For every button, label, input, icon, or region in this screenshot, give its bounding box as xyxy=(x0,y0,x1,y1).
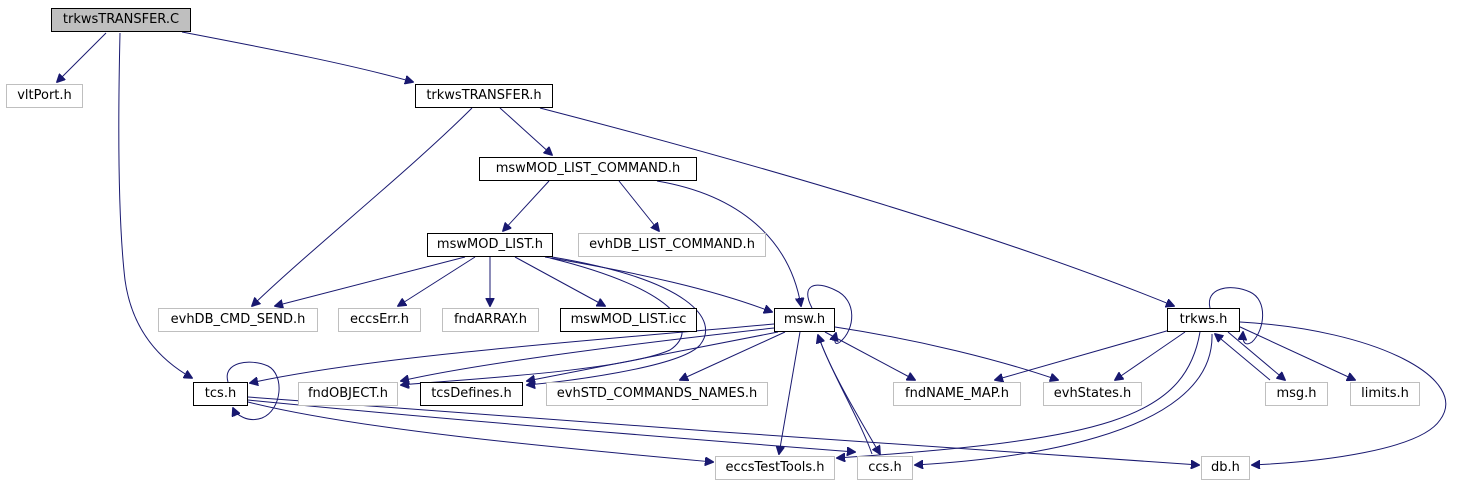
edge-mswMOD-LIST-h-to-fndOBJECT-h xyxy=(401,257,683,385)
node-db-h: db.h xyxy=(1201,456,1250,480)
edge-mswMOD-LIST-h-to-mswMOD-LIST-icc xyxy=(514,256,605,306)
node-tcs-h[interactable]: tcs.h xyxy=(193,382,248,406)
edge-msg-h-to-trkws-h xyxy=(1215,334,1271,381)
node-trkwsTRANSFER-C[interactable]: trkwsTRANSFER.C xyxy=(51,8,191,32)
edge-mswMOD-LIST-h-to-tcsDefines-h xyxy=(527,256,707,385)
edge-mswMOD-LIST-COMMAND-h-to-mswMOD-LIST-h xyxy=(503,180,550,231)
edge-trkwsTRANSFER-C-to-vltPort-h xyxy=(57,32,107,82)
node-vltPort-h: vltPort.h xyxy=(6,84,83,108)
edge-trkws-h-self xyxy=(1208,287,1264,345)
edge-mswMOD-LIST-h-to-msw-h xyxy=(544,256,772,312)
edge-msw-h-to-eccsTestTools-h xyxy=(779,331,801,454)
edge-msw-h-to-evhSTD-COMMANDS-NAMES-h xyxy=(680,331,786,380)
edge-trkwsTRANSFER-h-to-mswMOD-LIST-COMMAND-h xyxy=(499,107,552,155)
edge-mswMOD-LIST-COMMAND-h-to-msw-h xyxy=(656,180,801,306)
edge-msw-h-to-ccs-h xyxy=(817,334,880,454)
edge-msw-h-to-fndNAME-MAP-h xyxy=(824,331,915,380)
node-trkws-h[interactable]: trkws.h xyxy=(1167,308,1240,332)
node-fndNAME-MAP-h: fndNAME_MAP.h xyxy=(893,382,1021,406)
edge-trkws-h-to-db-h xyxy=(1239,321,1447,465)
edge-msw-h-to-tcsDefines-h xyxy=(527,331,779,381)
node-msw-h[interactable]: msw.h xyxy=(774,308,835,332)
edge-trkwsTRANSFER-h-to-trkws-h xyxy=(539,107,1174,306)
edge-trkws-h-to-ccs-h xyxy=(915,333,1213,465)
edge-trkws-h-to-evhStates-h xyxy=(1115,331,1186,380)
edge-tcs-h-to-db-h xyxy=(247,396,1199,465)
edge-mswMOD-LIST-COMMAND-h-to-evhDB-LIST-COMMAND-h xyxy=(618,180,659,231)
node-mswMOD-LIST-icc[interactable]: mswMOD_LIST.icc xyxy=(560,308,697,332)
node-evhSTD-COMMANDS-NAMES-h: evhSTD_COMMANDS_NAMES.h xyxy=(546,382,768,406)
node-tcsDefines-h[interactable]: tcsDefines.h xyxy=(420,382,523,406)
edge-mswMOD-LIST-h-to-eccsErr-h xyxy=(398,256,476,306)
edge-msw-h-to-evhStates-h xyxy=(834,326,1058,380)
node-eccsErr-h: eccsErr.h xyxy=(338,308,421,332)
edge-tcs-h-to-eccsTestTools-h xyxy=(247,401,713,462)
node-evhDB-CMD-SEND-h: evhDB_CMD_SEND.h xyxy=(158,308,318,332)
node-evhStates-h: evhStates.h xyxy=(1043,382,1142,406)
edge-trkwsTRANSFER-C-to-tcs-h xyxy=(118,32,192,378)
edge-mswMOD-LIST-h-to-evhDB-CMD-SEND-h xyxy=(275,256,466,306)
edge-tcs-h-self xyxy=(226,361,280,421)
node-mswMOD-LIST-COMMAND-h[interactable]: mswMOD_LIST_COMMAND.h xyxy=(479,157,697,181)
node-limits-h: limits.h xyxy=(1350,382,1420,406)
node-trkwsTRANSFER-h[interactable]: trkwsTRANSFER.h xyxy=(415,84,553,108)
node-fndOBJECT-h: fndOBJECT.h xyxy=(298,382,398,406)
node-eccsTestTools-h: eccsTestTools.h xyxy=(715,456,835,480)
edge-trkws-h-to-limits-h xyxy=(1237,325,1355,380)
edge-trkwsTRANSFER-C-to-trkwsTRANSFER-h xyxy=(181,31,413,82)
node-ccs-h: ccs.h xyxy=(857,456,913,480)
edge-trkwsTRANSFER-h-to-evhDB-CMD-SEND-h xyxy=(252,107,473,306)
edge-msw-h-self xyxy=(807,284,853,344)
node-msg-h: msg.h xyxy=(1265,382,1328,406)
edge-trkws-h-to-msg-h xyxy=(1227,331,1285,380)
node-fndARRAY-h: fndARRAY.h xyxy=(442,308,539,332)
edge-trkws-h-to-fndNAME-MAP-h xyxy=(995,329,1171,380)
edge-msw-h-to-tcs-h xyxy=(250,323,775,383)
edge-trkws-h-to-eccsTestTools-h xyxy=(837,331,1201,458)
node-evhDB-LIST-COMMAND-h: evhDB_LIST_COMMAND.h xyxy=(578,233,766,257)
edge-msw-h-to-fndOBJECT-h xyxy=(401,327,775,381)
edge-tcs-h-to-ccs-h xyxy=(247,399,855,452)
node-mswMOD-LIST-h[interactable]: mswMOD_LIST.h xyxy=(427,233,553,257)
